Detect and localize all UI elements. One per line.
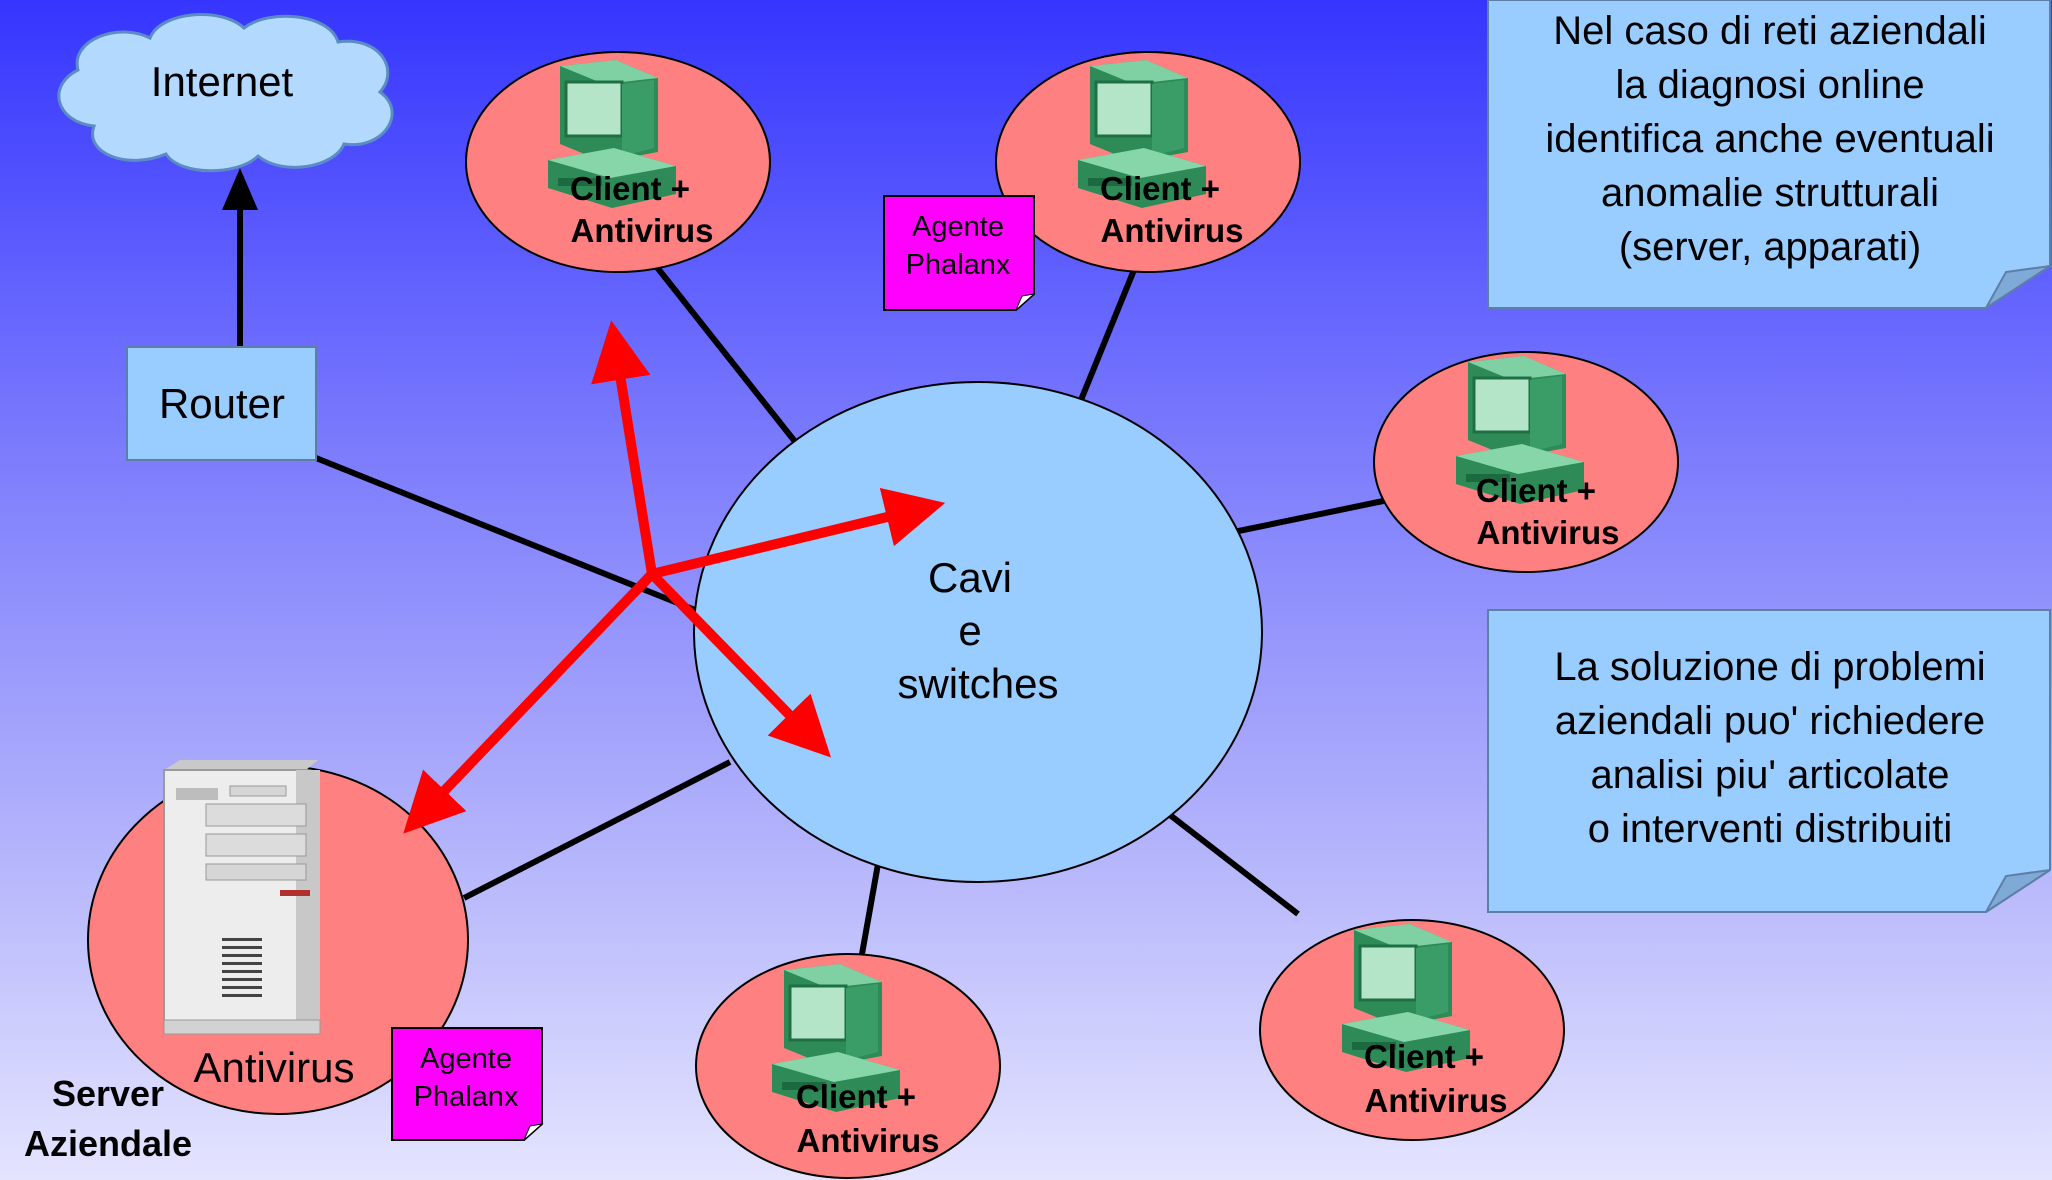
callout-2: La soluzione di problemi aziendali puo' … [1487,609,2051,913]
callout-1: Nel caso di reti aziendali la diagnosi o… [1487,0,2051,309]
link-client5-hub [859,863,881,955]
callout-1-line2: la diagnosi online [1615,63,1924,107]
client-node-5: Client + Antivirus [695,953,1001,1179]
agent-note-1-line1: Agente [912,211,1004,243]
internet-cloud: Internet [57,13,394,173]
link-client2-hub [1069,268,1137,424]
client-node-4: Client + Antivirus [1259,919,1565,1141]
client-node-3: Client + Antivirus [1373,351,1679,573]
client-node-1: Client + Antivirus [465,51,771,273]
client-2-label-line2: Antivirus [1100,212,1243,249]
red-arrows [403,320,946,834]
client-node-2: Client + Antivirus [995,51,1301,273]
callout-1-line3: identifica anche eventuali [1545,117,1994,161]
hub-label-line2: e [958,607,981,654]
link-server-hub [462,759,732,901]
server-tower-icon [163,760,321,1035]
agent-note-2-line1: Agente [420,1043,512,1075]
internet-label: Internet [151,58,294,105]
callout-2-line1: La soluzione di problemi [1554,645,1985,689]
client-5-label-line2: Antivirus [796,1122,939,1159]
hub: Cavi e switches [693,381,1263,883]
callout-1-line5: (server, apparati) [1619,225,1921,269]
agent-note-1-line2: Phalanx [906,249,1011,281]
arrow-to-client1 [591,320,657,575]
client-1-label-line1: Client + [570,170,690,207]
server-label: Antivirus [193,1044,354,1091]
client-4-label-line2: Antivirus [1364,1082,1507,1119]
link-client1-hub [653,264,811,460]
client-5-label-line1: Client + [796,1078,916,1115]
link-client4-hub [1146,795,1300,917]
callout-2-line3: analisi piu' articolate [1591,753,1950,797]
server-caption-line2: Aziendale [24,1123,192,1164]
hub-label-line1: Cavi [928,554,1012,601]
agent-note-1: Agente Phalanx [883,195,1036,311]
agent-note-2: Agente Phalanx [391,1027,544,1141]
router-box: Router [126,346,317,461]
callout-1-line4: anomalie strutturali [1601,171,1939,215]
server-caption-line1: Server [52,1073,164,1114]
internet-arrowhead [222,168,258,210]
router-label: Router [159,380,285,427]
callout-2-line2: aziendali puo' richiedere [1555,699,1985,743]
arrow-to-server [403,570,656,834]
server-node: Antivirus [87,760,469,1115]
client-3-label-line2: Antivirus [1476,514,1619,551]
client-1-label-line2: Antivirus [570,212,713,249]
callout-1-line1: Nel caso di reti aziendali [1553,9,1987,53]
client-3-label-line1: Client + [1476,472,1596,509]
arrow-to-hub-upper [650,487,946,579]
link-client3-hub [1223,497,1389,537]
hub-label-line3: switches [897,660,1058,707]
callout-2-line4: o interventi distribuiti [1588,807,1953,851]
client-4-label-line1: Client + [1364,1038,1484,1075]
arrow-to-hub-lower [648,570,831,758]
agent-note-2-line2: Phalanx [414,1081,519,1113]
client-2-label-line1: Client + [1100,170,1220,207]
